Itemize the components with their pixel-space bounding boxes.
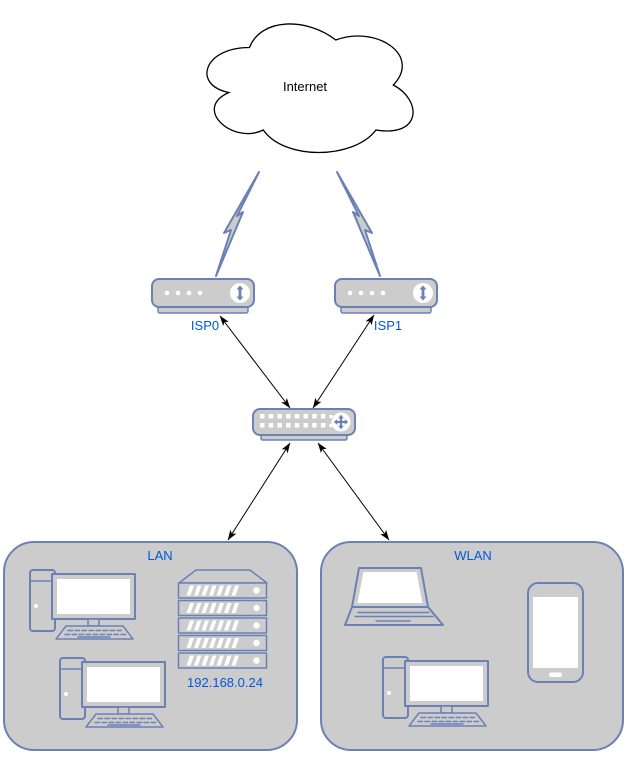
isp1-modem-icon bbox=[335, 279, 437, 313]
desktop-pc-icon bbox=[29, 569, 136, 640]
desktop-pc-icon bbox=[382, 656, 489, 727]
desktop-pc-icon bbox=[59, 657, 166, 728]
lan-label: LAN bbox=[147, 548, 172, 563]
wlan-label: WLAN bbox=[454, 548, 492, 563]
internet-label: Internet bbox=[283, 79, 327, 94]
laptop-icon bbox=[344, 567, 444, 626]
switch-ports bbox=[260, 414, 333, 428]
link-switch-lan bbox=[227, 442, 291, 541]
server-rack-icon bbox=[177, 569, 268, 669]
link-switch-wlan bbox=[317, 442, 390, 541]
link-isp0-switch bbox=[219, 315, 291, 409]
phone-home-button bbox=[549, 672, 562, 677]
switch-icon bbox=[252, 408, 356, 441]
laptop-screen bbox=[357, 572, 423, 603]
smartphone-icon bbox=[527, 582, 584, 683]
server-ip-label: 192.168.0.24 bbox=[187, 675, 263, 690]
lightning-bolt-isp1-icon bbox=[336, 171, 381, 277]
lightning-bolt-isp0-icon bbox=[215, 171, 260, 277]
phone-screen bbox=[533, 597, 578, 668]
isp0-modem-icon bbox=[152, 279, 254, 313]
link-isp1-switch bbox=[312, 314, 375, 409]
internet-cloud bbox=[206, 23, 414, 154]
isp0-label: ISP0 bbox=[191, 318, 219, 333]
isp1-label: ISP1 bbox=[374, 318, 402, 333]
